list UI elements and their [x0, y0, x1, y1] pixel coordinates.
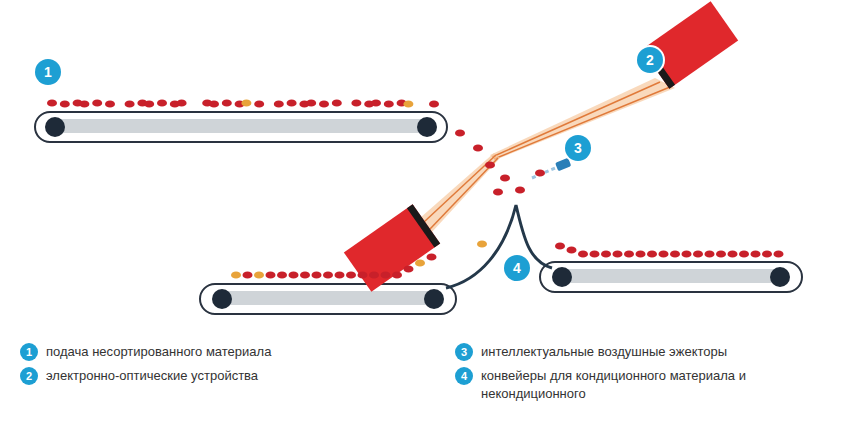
- piece: [535, 169, 545, 176]
- piece: [590, 250, 600, 257]
- legend-text: конвейеры для кондиционного материала и …: [481, 367, 821, 403]
- piece: [647, 250, 657, 257]
- piece: [369, 271, 379, 278]
- piece: [209, 100, 219, 107]
- piece: [739, 250, 749, 257]
- legend-text: интеллектуальные воздушные эжекторы: [481, 343, 821, 361]
- piece: [624, 250, 634, 257]
- piece: [762, 250, 772, 257]
- piece: [774, 250, 784, 257]
- piece: [693, 250, 703, 257]
- piece: [555, 242, 565, 249]
- piece: [485, 161, 495, 168]
- piece: [392, 271, 402, 278]
- piece: [670, 250, 680, 257]
- piece: [515, 186, 525, 193]
- piece: [578, 250, 588, 257]
- piece: [477, 240, 487, 247]
- piece: [751, 250, 761, 257]
- legend-number: 1: [20, 343, 38, 361]
- piece: [567, 246, 577, 253]
- piece: [323, 271, 333, 278]
- piece: [601, 250, 611, 257]
- light-beams: [420, 78, 675, 232]
- piece: [335, 271, 345, 278]
- piece: [177, 99, 187, 106]
- piece: [613, 250, 623, 257]
- piece: [403, 100, 413, 107]
- piece: [254, 100, 264, 107]
- piece: [429, 100, 439, 107]
- accept-conveyor: [540, 262, 802, 292]
- piece: [92, 99, 102, 106]
- piece: [79, 100, 89, 107]
- callout-text: 2: [646, 52, 654, 68]
- piece: [319, 100, 329, 107]
- legend-text: подача несортированного материала: [46, 343, 386, 361]
- piece: [241, 99, 251, 106]
- piece: [358, 271, 368, 278]
- callout-text: 3: [574, 140, 582, 156]
- piece: [274, 100, 284, 107]
- piece: [105, 100, 115, 107]
- piece: [473, 144, 483, 151]
- piece: [125, 100, 135, 107]
- reject-conveyor: [200, 284, 456, 314]
- piece: [381, 271, 391, 278]
- callout-text: 4: [513, 260, 521, 276]
- piece: [371, 99, 381, 106]
- splitter: [446, 205, 552, 288]
- legend-item: 4 конвейеры для кондиционного материала и…: [455, 367, 821, 403]
- piece: [289, 271, 299, 278]
- piece: [500, 174, 510, 181]
- piece: [728, 250, 738, 257]
- piece: [277, 271, 287, 278]
- piece: [243, 271, 253, 278]
- piece: [266, 271, 276, 278]
- piece: [636, 250, 646, 257]
- piece: [306, 99, 316, 106]
- piece: [351, 99, 361, 106]
- legend-item: 3 интеллектуальные воздушные эжекторы: [455, 343, 821, 361]
- material-pieces: [47, 99, 784, 278]
- legend-number: 4: [455, 367, 473, 385]
- piece: [716, 250, 726, 257]
- piece: [222, 99, 232, 106]
- callout-number: 3: [565, 135, 591, 161]
- piece: [346, 271, 356, 278]
- piece: [60, 100, 70, 107]
- legend-item: 1 подача несортированного материала: [20, 343, 386, 361]
- legend-number: 3: [455, 343, 473, 361]
- piece: [659, 250, 669, 257]
- legend-item: 2 электронно-оптические устройства: [20, 367, 386, 385]
- piece: [415, 259, 425, 266]
- callout-number: 4: [504, 255, 530, 281]
- piece: [493, 188, 503, 195]
- optical-device: [642, 1, 738, 88]
- callout-text: 1: [44, 64, 52, 80]
- piece: [157, 99, 167, 106]
- legend-number: 2: [20, 367, 38, 385]
- piece: [312, 271, 322, 278]
- piece: [144, 100, 154, 107]
- piece: [231, 271, 241, 278]
- piece: [332, 99, 342, 106]
- piece: [455, 129, 465, 136]
- piece: [404, 265, 414, 272]
- callout-number: 1: [35, 59, 61, 85]
- air-ejector: [532, 158, 571, 178]
- callout-number: 2: [637, 47, 663, 73]
- piece: [682, 250, 692, 257]
- piece: [254, 271, 264, 278]
- piece: [384, 100, 394, 107]
- feed-conveyor: [35, 112, 447, 142]
- piece: [705, 250, 715, 257]
- legend-text: электронно-оптические устройства: [46, 367, 386, 385]
- piece: [287, 99, 297, 106]
- optical-device: [344, 204, 440, 291]
- piece: [47, 99, 57, 106]
- piece: [427, 253, 437, 260]
- piece: [300, 271, 310, 278]
